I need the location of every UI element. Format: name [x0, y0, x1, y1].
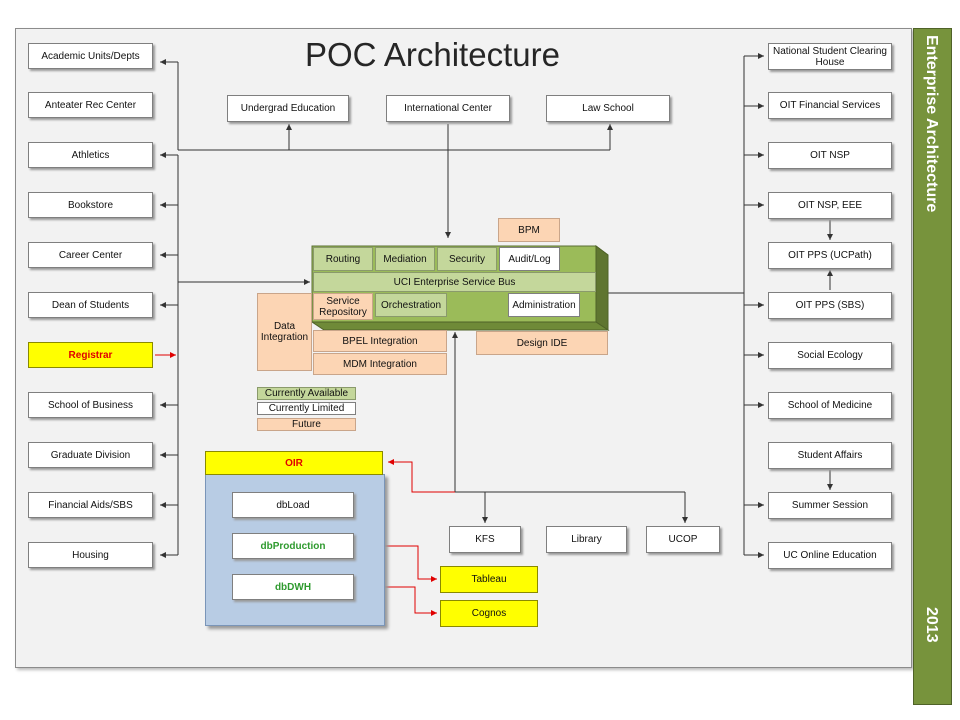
unit-registrar: Registrar [28, 342, 153, 368]
unit-career-center: Career Center [28, 242, 153, 268]
esb-routing: Routing [313, 247, 373, 271]
unit-bookstore: Bookstore [28, 192, 153, 218]
esb-orchestration: Orchestration [375, 293, 447, 317]
unit-financial-aids: Financial Aids/SBS [28, 492, 153, 518]
esb-administration: Administration [508, 293, 580, 317]
unit-oit-nsp: OIT NSP [768, 142, 892, 169]
unit-student-affairs: Student Affairs [768, 442, 892, 469]
unit-school-of-business: School of Business [28, 392, 153, 418]
mdm-integration: MDM Integration [313, 353, 447, 375]
unit-international-center: International Center [386, 95, 510, 122]
esb-audit-log: Audit/Log [499, 247, 560, 271]
page-title: POC Architecture [305, 36, 560, 73]
esb-security: Security [437, 247, 497, 271]
diagram-canvas [15, 28, 912, 668]
unit-graduate-division: Graduate Division [28, 442, 153, 468]
unit-athletics: Athletics [28, 142, 153, 168]
legend-available: Currently Available [257, 387, 356, 400]
oir-dbload: dbLoad [232, 492, 354, 518]
tool-tableau: Tableau [440, 566, 538, 593]
unit-clearing-house: National Student Clearing House [768, 43, 892, 70]
unit-kfs: KFS [449, 526, 521, 553]
sidebar-year: 2013 [923, 607, 940, 643]
unit-housing: Housing [28, 542, 153, 568]
tool-cognos: Cognos [440, 600, 538, 627]
bpel-integration: BPEL Integration [313, 330, 447, 352]
unit-oit-financial-services: OIT Financial Services [768, 92, 892, 119]
unit-oit-nsp-eee: OIT NSP, EEE [768, 192, 892, 219]
unit-uc-online-education: UC Online Education [768, 542, 892, 569]
oir-title: OIR [205, 451, 383, 475]
oir-dbproduction: dbProduction [232, 533, 354, 559]
esb-bpm: BPM [498, 218, 560, 242]
unit-anteater-rec-center: Anteater Rec Center [28, 92, 153, 118]
sidebar-banner: Enterprise Architecture 2013 [913, 28, 952, 705]
design-ide: Design IDE [476, 331, 608, 355]
unit-dean-of-students: Dean of Students [28, 292, 153, 318]
unit-academic-units: Academic Units/Depts [28, 43, 153, 69]
sidebar-title: Enterprise Architecture [923, 35, 940, 213]
data-integration: Data Integration [257, 293, 312, 371]
oir-dbdwh: dbDWH [232, 574, 354, 600]
unit-ucop: UCOP [646, 526, 720, 553]
unit-undergrad-education: Undergrad Education [227, 95, 349, 122]
unit-social-ecology: Social Ecology [768, 342, 892, 369]
esb-mediation: Mediation [375, 247, 435, 271]
esb-service-repository: Service Repository [313, 293, 373, 320]
unit-oit-pps-sbs: OIT PPS (SBS) [768, 292, 892, 319]
unit-summer-session: Summer Session [768, 492, 892, 519]
unit-oit-pps-ucpath: OIT PPS (UCPath) [768, 242, 892, 269]
legend-future: Future [257, 418, 356, 431]
unit-law-school: Law School [546, 95, 670, 122]
legend-limited: Currently Limited [257, 402, 356, 415]
unit-school-of-medicine: School of Medicine [768, 392, 892, 419]
unit-library: Library [546, 526, 627, 553]
esb-bus: UCI Enterprise Service Bus [313, 272, 596, 292]
